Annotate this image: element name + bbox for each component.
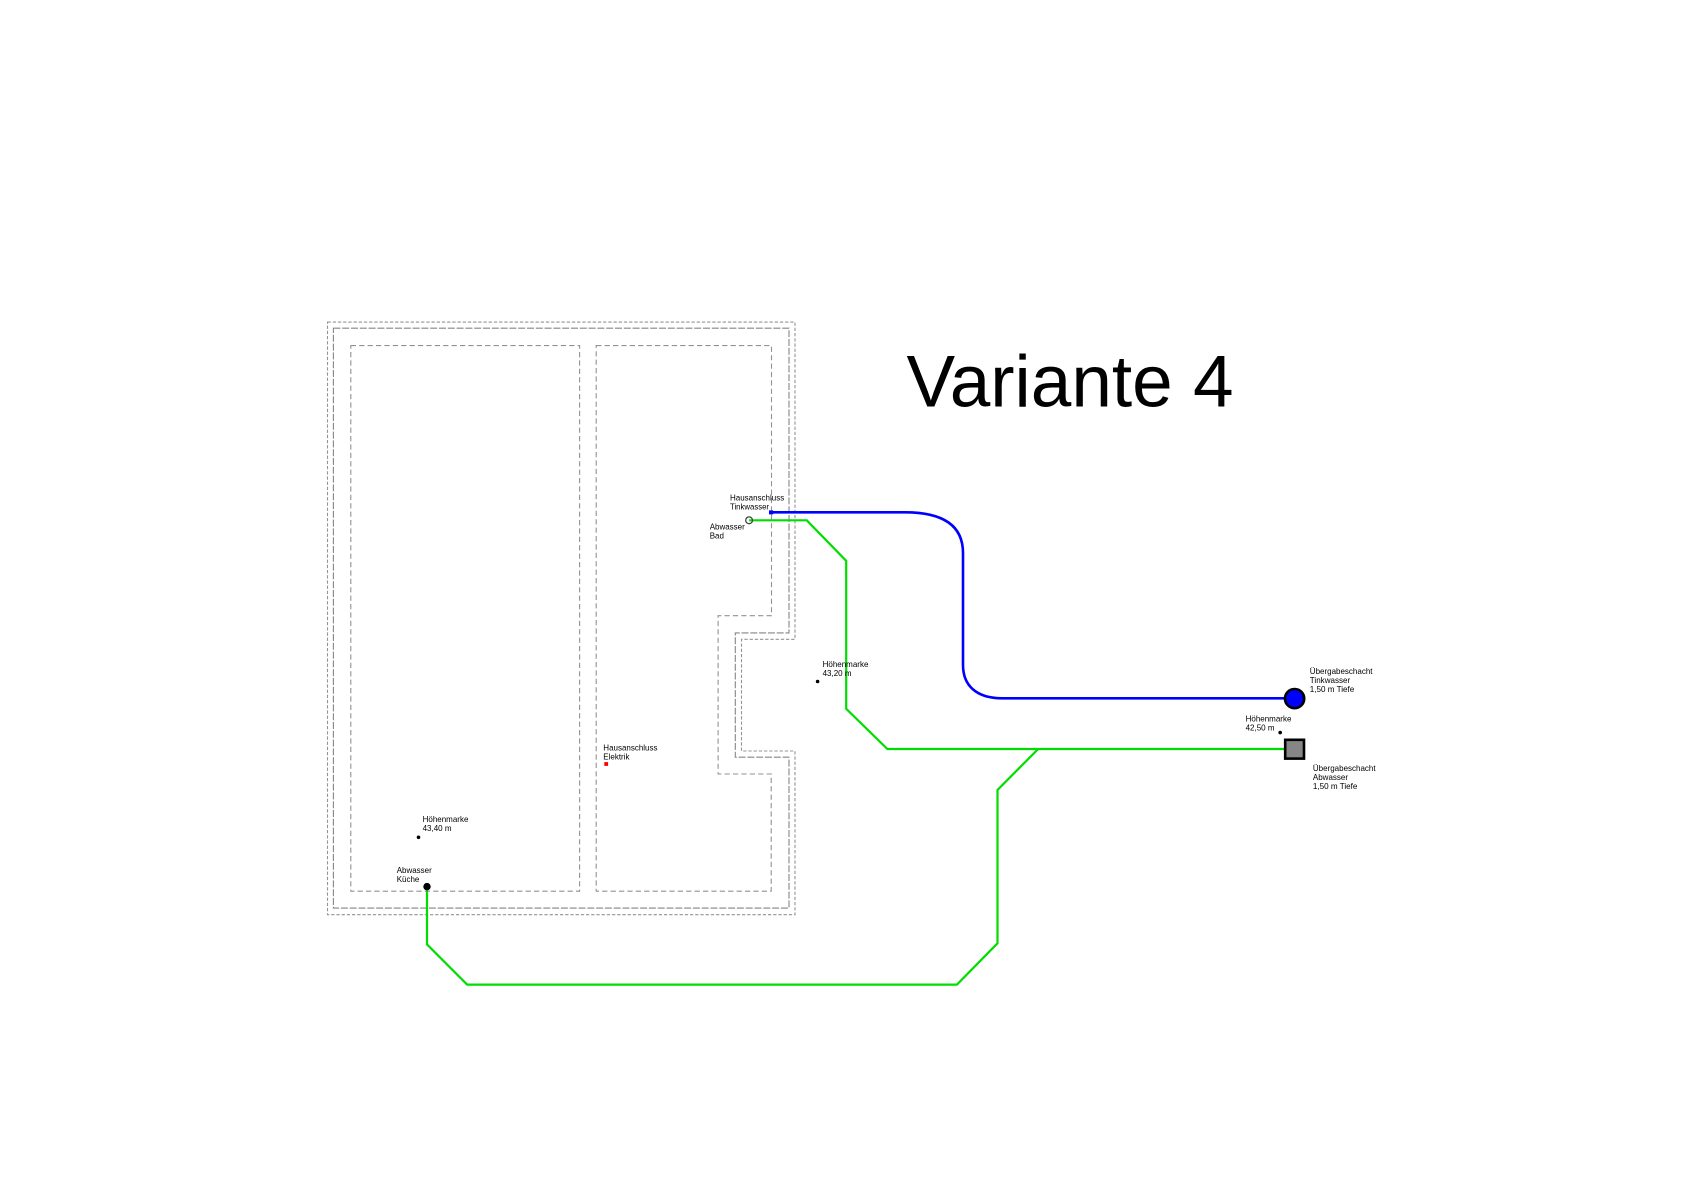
svg-text:Hausanschluss: Hausanschluss bbox=[603, 743, 657, 753]
svg-text:1,50 m Tiefe: 1,50 m Tiefe bbox=[1310, 684, 1355, 694]
svg-text:Tinkwasser: Tinkwasser bbox=[730, 502, 769, 512]
svg-text:Höhenmarke: Höhenmarke bbox=[1246, 714, 1292, 724]
svg-text:43,20 m: 43,20 m bbox=[823, 668, 852, 678]
svg-text:Bad: Bad bbox=[710, 531, 724, 541]
svg-text:Abwasser: Abwasser bbox=[397, 865, 432, 875]
svg-text:Höhenmarke: Höhenmarke bbox=[823, 659, 869, 669]
svg-text:1,50 m Tiefe: 1,50 m Tiefe bbox=[1313, 781, 1358, 791]
svg-text:Abwasser: Abwasser bbox=[1313, 772, 1348, 782]
svg-text:Hausanschluss: Hausanschluss bbox=[730, 493, 784, 503]
svg-text:Küche: Küche bbox=[397, 874, 420, 884]
svg-text:Übergabeschacht: Übergabeschacht bbox=[1313, 763, 1376, 773]
svg-text:Höhenmarke: Höhenmarke bbox=[423, 814, 469, 824]
svg-text:Variante 4: Variante 4 bbox=[907, 339, 1234, 422]
svg-text:43,40 m: 43,40 m bbox=[423, 823, 452, 833]
svg-text:Tinkwasser: Tinkwasser bbox=[1310, 675, 1351, 685]
svg-text:42,50 m: 42,50 m bbox=[1246, 723, 1275, 733]
svg-text:Übergabeschacht: Übergabeschacht bbox=[1310, 666, 1373, 676]
svg-text:Abwasser: Abwasser bbox=[710, 522, 745, 532]
svg-text:Elektrik: Elektrik bbox=[603, 752, 630, 762]
